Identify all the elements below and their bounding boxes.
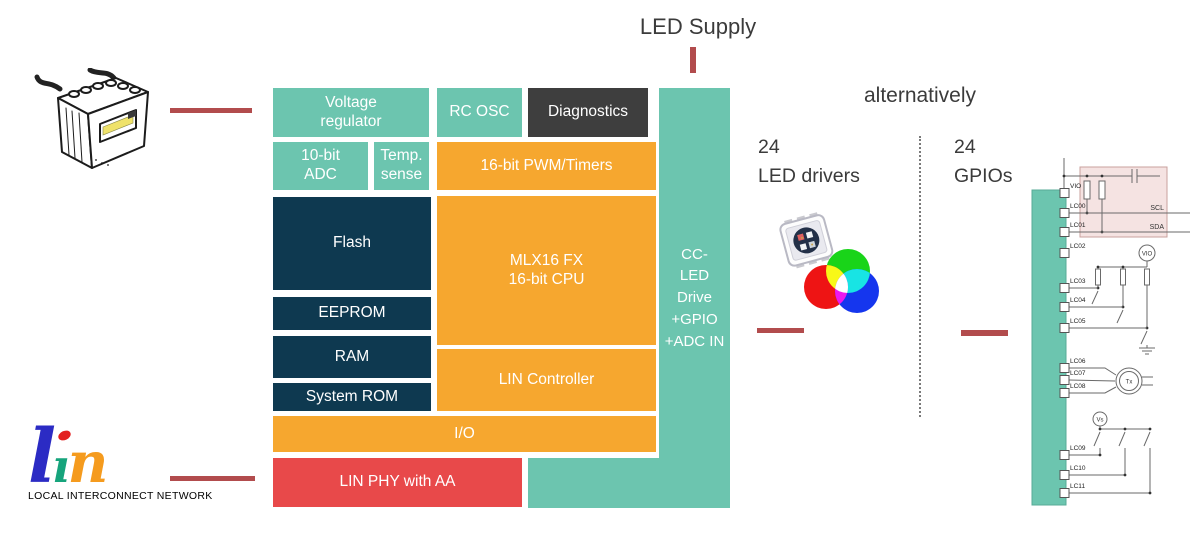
chip-pins: VIO LC00 LC01 LC02 LC03 LC04 LC05 LC06 L… [1059, 183, 1086, 498]
lin-letter-i: ı [52, 428, 73, 493]
block-mlx16-cpu: MLX16 FX 16-bit CPU [437, 196, 656, 345]
pin-label: LC09 [1070, 445, 1086, 452]
block-diagnostics: Diagnostics [528, 88, 648, 137]
car-battery-illustration [34, 68, 149, 169]
block-rc-osc: RC OSC [437, 88, 522, 137]
led-supply-line [690, 47, 696, 73]
block-cc-led-drive: CC- LED Drive +GPIO +ADC IN [659, 88, 730, 508]
block-lin-phy: LIN PHY with AA [273, 458, 522, 507]
lin-logo-word: l ı n [28, 414, 228, 500]
connector-gpios-line [961, 330, 1008, 336]
block-10bit-adc: 10-bit ADC [273, 142, 368, 190]
ground-symbol [1139, 345, 1155, 355]
connector-lin-line [170, 476, 255, 481]
pin-label: VIO [1070, 183, 1081, 190]
connector-led-drivers-line [757, 328, 804, 333]
pin-label: LC10 [1070, 465, 1086, 472]
smd-led-package-icon [779, 212, 834, 269]
pin-label: LC01 [1070, 222, 1086, 229]
sda-net-label: SDA [1150, 224, 1165, 231]
block-system-rom: System ROM [273, 383, 431, 411]
connector-battery-line [170, 108, 252, 113]
options-divider [919, 136, 921, 417]
gpio-application-schematic: SCL SDA VIO Tx Vs [1031, 158, 1190, 506]
svg-text:Tx: Tx [1126, 380, 1133, 386]
led-drivers-option-label: 24 LED drivers [758, 136, 860, 188]
lin-logo: l ı n LOCAL INTERCONNECT NETWORK [28, 414, 228, 502]
pin-label: LC03 [1070, 278, 1086, 285]
alternatively-label: alternatively [863, 84, 977, 107]
pin-label: LC04 [1070, 297, 1086, 304]
pin-label: LC07 [1070, 370, 1086, 377]
i2c-network-box [1079, 166, 1168, 238]
pin-label: LC02 [1070, 243, 1086, 250]
block-io: I/O [273, 416, 656, 452]
block-temp-sense: Temp. sense [374, 142, 429, 190]
tx-motor-symbol [1115, 367, 1143, 395]
pin-label: LC11 [1070, 483, 1085, 490]
block-voltage-regulator: Voltage regulator [273, 88, 429, 137]
pin-label: LC05 [1070, 318, 1086, 325]
block-eeprom: EEPROM [273, 297, 431, 330]
pin-label: LC00 [1070, 203, 1086, 210]
svg-text:Vs: Vs [1096, 418, 1103, 424]
svg-text:VIO: VIO [1142, 252, 1153, 258]
block-flash: Flash [273, 197, 431, 290]
gpios-option-label: 24 GPIOs [954, 136, 1013, 188]
pin-label: LC08 [1070, 383, 1086, 390]
block-pwm-timers: 16-bit PWM/Timers [437, 142, 656, 190]
lin-logo-caption: LOCAL INTERCONNECT NETWORK [28, 490, 213, 502]
block-ram: RAM [273, 336, 431, 378]
pin-label: LC06 [1070, 358, 1086, 365]
lin-letter-n: n [67, 430, 109, 496]
block-lin-controller: LIN Controller [437, 349, 656, 411]
led-supply-label: LED Supply [639, 14, 757, 39]
scl-net-label: SCL [1150, 205, 1164, 212]
rgb-color-circles-icon [804, 249, 879, 313]
rgb-led-icon [779, 212, 879, 313]
lin-letter-l: l [28, 414, 57, 500]
